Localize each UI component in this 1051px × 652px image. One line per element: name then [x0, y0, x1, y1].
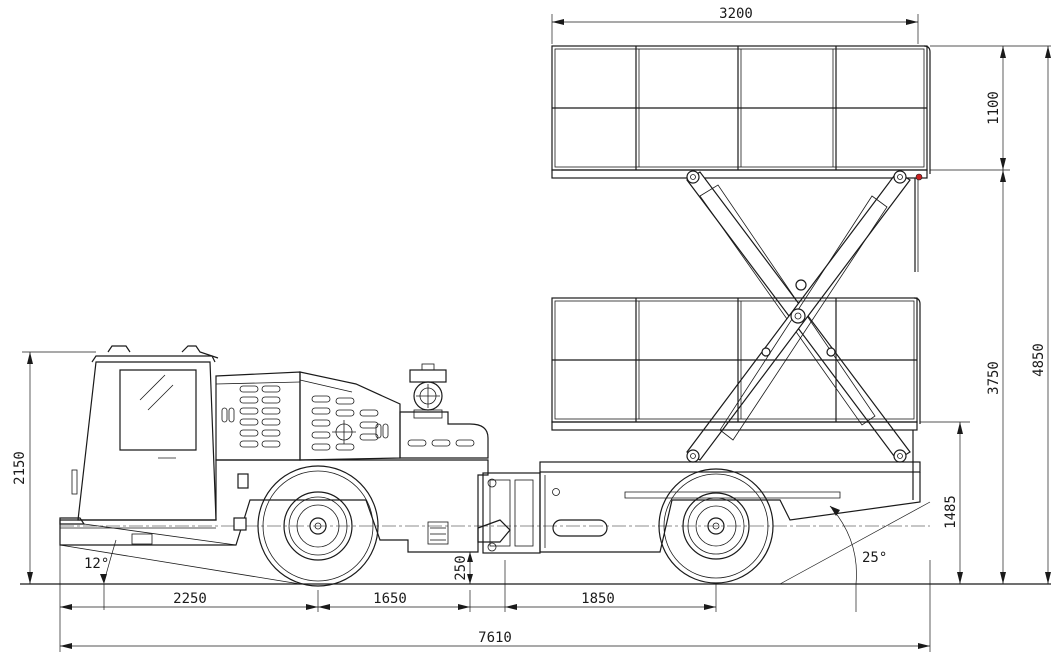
dim-front-overhang: 2250 — [173, 591, 207, 607]
dim-front-to-joint: 1650 — [373, 591, 407, 607]
dim-joint-to-rear: 1850 — [581, 591, 615, 607]
front-body — [59, 345, 489, 585]
articulation-joint — [477, 472, 541, 554]
dim-approach-angle: 12° — [84, 556, 109, 572]
scissor-mechanism — [686, 170, 911, 463]
dim-overall-height: 4850 — [1031, 343, 1047, 377]
upper-platform — [551, 45, 931, 272]
dim-cab-height: 2150 — [12, 451, 28, 485]
dim-platform-length: 3200 — [719, 6, 753, 22]
dim-ground-clearance: 250 — [453, 555, 469, 580]
dim-deck-height: 1485 — [943, 495, 959, 529]
dim-departure-angle: 25° — [862, 550, 887, 566]
front-wheel — [257, 465, 379, 587]
dim-lift-height: 3750 — [986, 361, 1002, 395]
dim-guardrail-height: 1100 — [986, 91, 1002, 125]
dimension-lines — [22, 14, 1051, 652]
lower-platform — [551, 297, 921, 500]
upper-red-marker — [915, 173, 923, 181]
dim-overall-length: 7610 — [478, 630, 512, 646]
rear-wheel — [658, 468, 774, 584]
